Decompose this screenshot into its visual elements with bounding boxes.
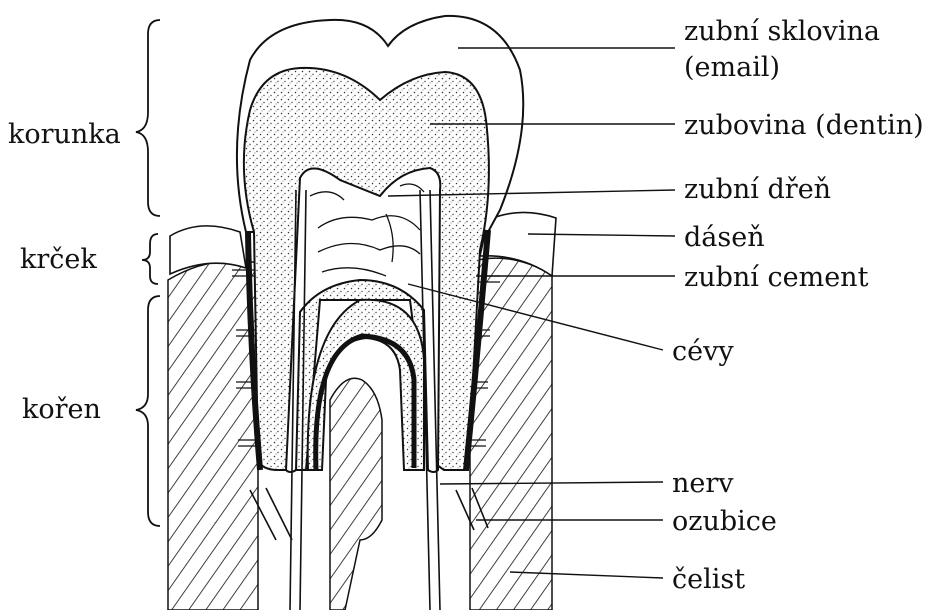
label-enamel-alt: (email) bbox=[684, 52, 780, 83]
brace-root bbox=[136, 296, 160, 526]
jaw-bone-center bbox=[330, 378, 382, 610]
label-socket: ozubice bbox=[672, 506, 777, 537]
label-enamel: zubní sklovina bbox=[684, 16, 880, 47]
brace-crown bbox=[136, 20, 160, 216]
label-pulp: zubní dřeň bbox=[684, 174, 831, 205]
label-neck: krček bbox=[20, 244, 97, 275]
label-vessels: cévy bbox=[672, 336, 734, 367]
label-gum: dáseň bbox=[684, 222, 765, 253]
label-jaw: čelist bbox=[672, 564, 745, 595]
label-cement: zubní cement bbox=[684, 262, 869, 293]
label-crown: korunka bbox=[8, 119, 121, 150]
jaw-bone bbox=[168, 261, 258, 610]
label-dentin: zubovina (dentin) bbox=[684, 110, 924, 141]
brace-neck bbox=[142, 234, 158, 284]
label-nerve: nerv bbox=[672, 468, 734, 499]
label-root: kořen bbox=[22, 394, 101, 425]
